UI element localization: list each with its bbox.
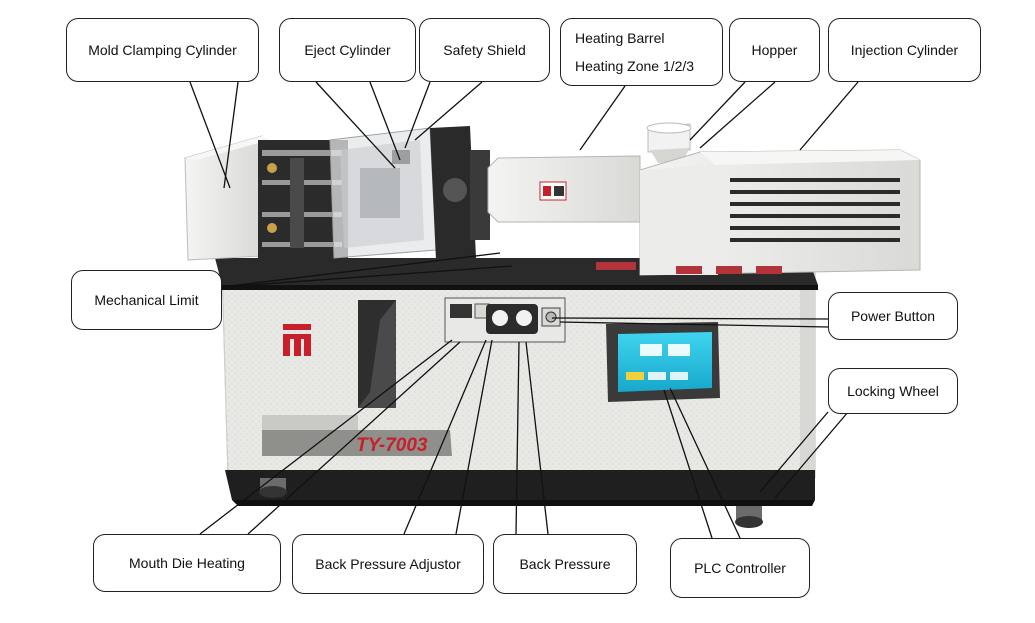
label-heating-barrel: Heating Barrel Heating Zone 1/2/3: [560, 18, 723, 86]
brand-logo: [283, 324, 311, 356]
hopper: [646, 122, 692, 163]
label-mechanical-limit: Mechanical Limit: [71, 270, 222, 330]
mold-clamping-cylinder: [184, 135, 270, 261]
cabinet-window: [358, 300, 396, 408]
leader-lines: [189, 81, 859, 539]
label-hopper: Hopper: [729, 18, 820, 82]
label-mold-clamping-cylinder: Mold Clamping Cylinder: [66, 18, 259, 82]
label-heating-zone-line2: Heating Zone 1/2/3: [575, 58, 695, 74]
injection-housing: [596, 149, 921, 276]
label-safety-shield: Safety Shield: [419, 18, 550, 82]
locking-wheels: [259, 478, 763, 528]
model-name: TY-7003: [356, 435, 428, 456]
heating-barrel: [487, 155, 641, 223]
label-power-button: Power Button: [828, 292, 958, 340]
label-locking-wheel: Locking Wheel: [828, 368, 958, 414]
label-eject-cylinder: Eject Cylinder: [279, 18, 416, 82]
fixed-platen: [430, 126, 490, 260]
control-panel: [444, 297, 566, 343]
label-mouth-die-heating: Mouth Die Heating: [93, 534, 281, 592]
label-back-pressure-adjustor: Back Pressure Adjustor: [292, 534, 484, 594]
label-back-pressure: Back Pressure: [493, 534, 637, 594]
label-plc-controller: PLC Controller: [670, 538, 810, 598]
label-injection-cylinder: Injection Cylinder: [828, 18, 981, 82]
plc-screen: [606, 322, 720, 402]
label-heating-barrel-line1: Heating Barrel: [575, 30, 665, 46]
safety-shield-box: [329, 127, 437, 259]
